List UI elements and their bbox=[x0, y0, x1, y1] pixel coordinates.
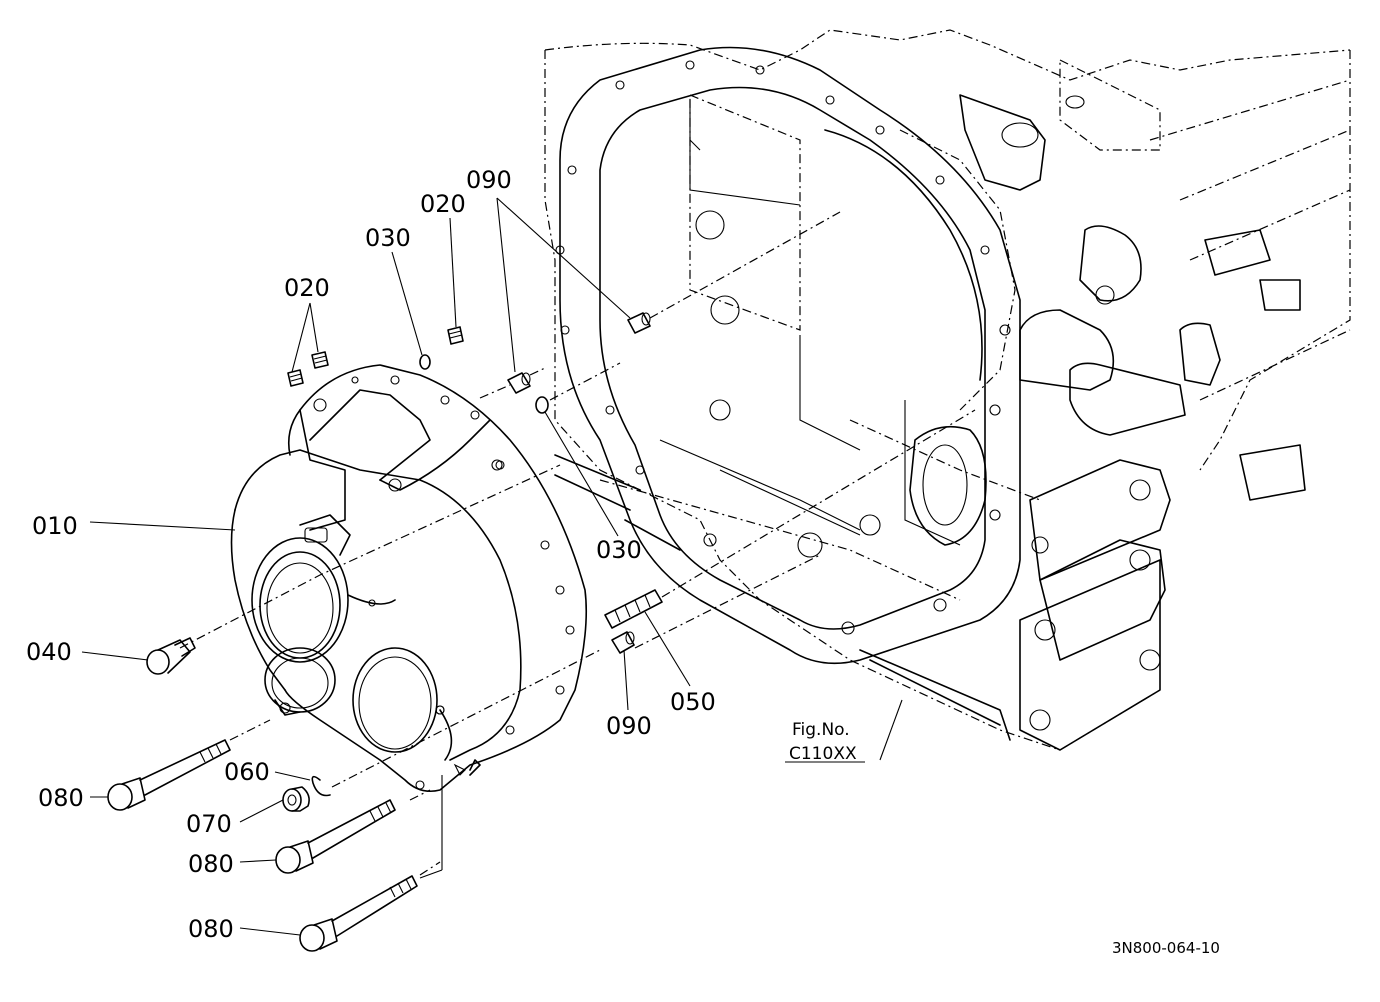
fig-ref-number: C110XX bbox=[789, 744, 857, 764]
label-080-mid: 080 bbox=[188, 850, 234, 878]
bolt-080-bottom bbox=[299, 875, 418, 952]
part-labels: 010 020 020 030 030 040 050 060 070 080 … bbox=[26, 166, 716, 943]
nut bbox=[282, 786, 310, 812]
set-screw-right bbox=[447, 326, 464, 345]
label-090-lower: 090 bbox=[606, 712, 652, 740]
label-020-left: 020 bbox=[284, 274, 330, 302]
leader-lines bbox=[81, 197, 903, 936]
label-020-right: 020 bbox=[420, 190, 466, 218]
o-ring-upper bbox=[419, 354, 431, 370]
drawing-code: 3N800-064-10 bbox=[1112, 939, 1220, 957]
centerlines bbox=[179, 211, 976, 876]
label-010: 010 bbox=[32, 512, 78, 540]
circlip bbox=[311, 775, 331, 797]
bolt-040 bbox=[146, 637, 196, 675]
label-030-upper: 030 bbox=[365, 224, 411, 252]
label-080-top: 080 bbox=[38, 784, 84, 812]
label-050: 050 bbox=[670, 688, 716, 716]
label-030-lower: 030 bbox=[596, 536, 642, 564]
label-040: 040 bbox=[26, 638, 72, 666]
label-060: 060 bbox=[224, 758, 270, 786]
bolt-080-top bbox=[107, 739, 231, 811]
transmission-case bbox=[544, 29, 1351, 751]
dowel-pin-lower bbox=[611, 631, 635, 654]
dowel-pin-upper bbox=[507, 372, 531, 394]
label-080-bottom: 080 bbox=[188, 915, 234, 943]
main-case-outline bbox=[554, 46, 1306, 751]
dowel-pins-and-seals bbox=[107, 312, 663, 952]
dowel-pin-case bbox=[627, 312, 651, 334]
label-090-upper: 090 bbox=[466, 166, 512, 194]
gear-case bbox=[230, 364, 588, 793]
flange-bolt-holes bbox=[555, 60, 1011, 635]
label-070: 070 bbox=[186, 810, 232, 838]
stud-bolt bbox=[604, 589, 663, 629]
set-screw-upper bbox=[287, 351, 329, 387]
figure-reference: Fig.No. C110XX bbox=[789, 720, 857, 764]
o-ring-lower bbox=[535, 396, 549, 414]
fig-ref-title: Fig.No. bbox=[792, 720, 850, 740]
